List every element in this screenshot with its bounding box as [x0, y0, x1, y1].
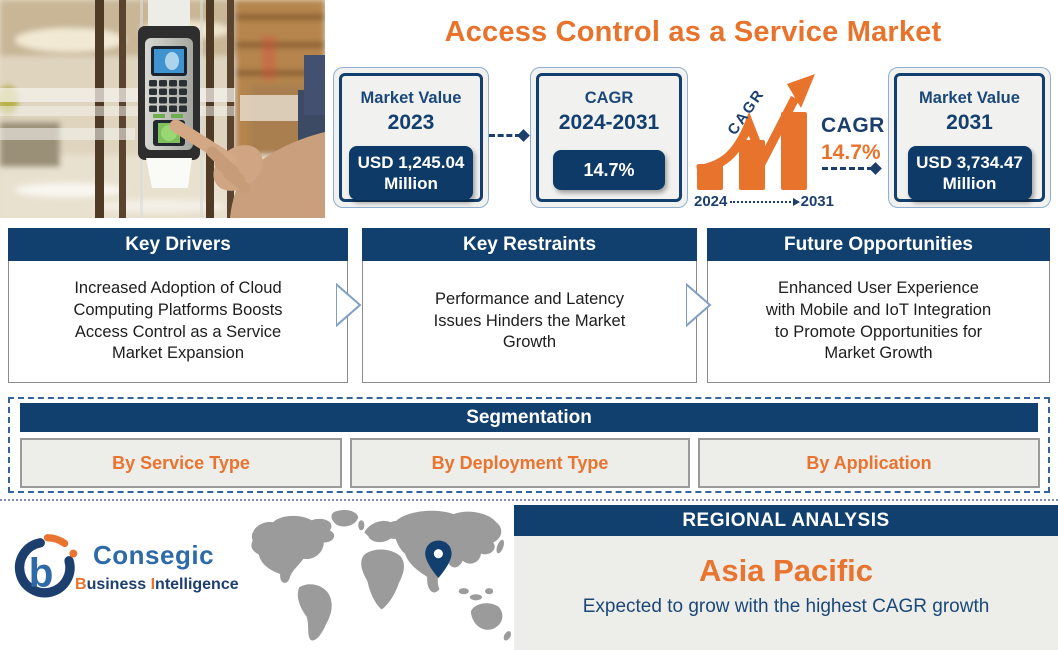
cagr-value: 14.7%: [821, 141, 881, 164]
future-opportunities-text: Enhanced User Experience with Mobile and…: [707, 261, 1050, 383]
access-control-photo: [0, 0, 325, 218]
dashed-diamond-connector: [822, 162, 882, 175]
key-drivers-box: Key Drivers Increased Adoption of Cloud …: [8, 228, 348, 384]
growth-arrow-line: [696, 95, 799, 175]
consegic-logo-text: Consegic Business Intelligence: [75, 540, 239, 594]
stat-label: Market Value: [919, 89, 1020, 107]
hand-pressing-scanner: [169, 55, 325, 218]
stat-year: 2023: [387, 110, 435, 134]
chevron-right-icon: [336, 283, 362, 327]
growth-arrowhead-icon: [787, 74, 815, 108]
page-title: Access Control as a Service Market: [444, 15, 942, 48]
logo-brand-name: Consegic: [93, 540, 215, 570]
stat-card-cagr: CAGR 2024-2031 14.7%: [530, 67, 688, 208]
cagr-text-block: CAGR 14.7%: [821, 114, 893, 165]
region-name: Asia Pacific: [698, 553, 874, 588]
world-map: [251, 510, 512, 641]
segment-by-deployment-type: By Deployment Type: [350, 438, 690, 488]
dotted-separator: [0, 499, 1058, 501]
stat-label: Market Value: [360, 89, 462, 107]
key-restraints-box: Key Restraints Performance and Latency I…: [362, 228, 697, 384]
segment-by-service-type: By Service Type: [20, 438, 342, 488]
stat-card-market-value-2023: Market Value 2023 USD 1,245.04 Million: [333, 67, 489, 208]
years-axis: 2024 2031: [694, 193, 834, 210]
chevron-right-icon: [686, 283, 712, 327]
stat-year: 2024-2031: [558, 110, 660, 134]
key-drivers-text: Increased Adoption of Cloud Computing Pl…: [8, 261, 348, 383]
diamond-arrow-icon: [869, 162, 882, 175]
logo-letter-b: b: [29, 550, 54, 596]
cagr-label: CAGR: [821, 114, 885, 137]
growth-arrow-chart: CAGR: [696, 74, 815, 190]
continents: [251, 510, 512, 641]
future-opportunities-title: Future Opportunities: [707, 228, 1050, 261]
stat-value-pill: USD 3,734.47 Million: [907, 145, 1032, 201]
region-subtitle: Expected to grow with the highest CAGR g…: [582, 596, 990, 617]
segment-by-application: By Application: [698, 438, 1040, 488]
end-year: 2031: [800, 193, 834, 210]
segmentation-section: Segmentation By Service Type By Deployme…: [8, 397, 1050, 493]
stat-year: 2031: [946, 110, 993, 134]
dotted-arrow-icon: [730, 197, 800, 206]
location-pin-icon: [425, 540, 452, 579]
start-year: 2024: [694, 193, 728, 210]
stat-card-market-value-2031: Market Value 2031 USD 3,734.47 Million: [888, 67, 1051, 208]
key-restraints-title: Key Restraints: [362, 228, 697, 261]
regional-analysis-body: Asia Pacific Expected to grow with the h…: [514, 536, 1058, 650]
dashed-diamond-connector: [489, 129, 530, 142]
logo-tagline: Business Intelligence: [75, 576, 239, 593]
stat-value-pill: USD 1,245.04 Million: [349, 145, 473, 201]
key-drivers-title: Key Drivers: [8, 228, 348, 261]
consegic-logo-icon: b: [14, 534, 78, 598]
stat-label: CAGR: [584, 89, 634, 107]
regional-analysis-header: REGIONAL ANALYSIS: [514, 505, 1058, 536]
future-opportunities-box: Future Opportunities Enhanced User Exper…: [707, 228, 1050, 384]
biometric-keypad-device: [138, 26, 200, 188]
key-restraints-text: Performance and Latency Issues Hinders t…: [362, 261, 697, 383]
stat-value-pill: 14.7%: [553, 149, 665, 191]
segmentation-title: Segmentation: [20, 403, 1038, 432]
diamond-arrow-icon: [517, 129, 530, 142]
